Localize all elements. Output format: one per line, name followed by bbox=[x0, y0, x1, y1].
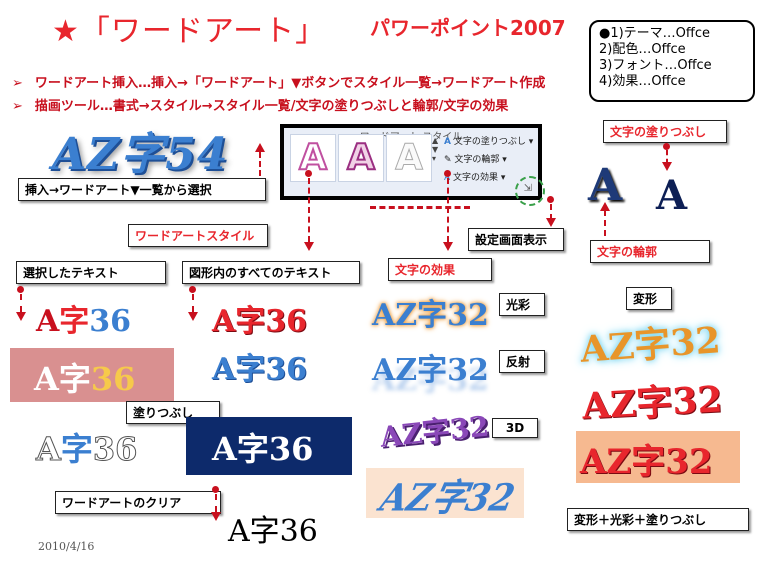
text-outline-label: 文字の輪郭 bbox=[454, 155, 500, 165]
arrow-down-icon bbox=[662, 162, 672, 171]
wordart-style-ribbon: A A A ▲▼▾ A 文字の塗りつぶし ▾ ✎ 文字の輪郭 ▾ A 文字の効果… bbox=[280, 124, 542, 200]
gallery-scroll-icon[interactable]: ▲▼▾ bbox=[432, 136, 439, 163]
label-wordart-clear: ワードアートのクリア bbox=[55, 491, 221, 514]
transform-combo-box[interactable] bbox=[576, 431, 740, 483]
transform-combo-sample[interactable]: AZ字32 bbox=[580, 442, 713, 482]
connector-pin bbox=[17, 286, 24, 293]
label-text-outline: 文字の輪郭 bbox=[590, 240, 710, 263]
connector bbox=[604, 210, 606, 236]
bullet-text: 描画ツール…書式→スタイル→スタイル一覧/文字の塗りつぶしと輪郭/文字の効果 bbox=[34, 99, 509, 114]
label-text-effects: 文字の効果 bbox=[388, 258, 492, 281]
arrow-down-icon bbox=[188, 312, 198, 321]
gallery-style-3[interactable]: A bbox=[386, 134, 432, 182]
connector-pin bbox=[663, 143, 670, 150]
label-reflection: 反射 bbox=[499, 350, 545, 373]
text-fill-icon: A bbox=[444, 137, 451, 147]
mixed-fill-sample[interactable]: A字36 bbox=[36, 430, 138, 469]
arrow-down-icon bbox=[16, 312, 26, 321]
text-effects-label: 文字の効果 bbox=[453, 173, 499, 183]
connector bbox=[370, 206, 470, 209]
font-line: 3)フォント…Offce bbox=[599, 58, 712, 73]
selected-text-sample[interactable]: A字36 bbox=[36, 304, 132, 339]
navy-fill-box[interactable] bbox=[186, 417, 352, 475]
text-fill-option[interactable]: A 文字の塗りつぶし ▾ bbox=[444, 137, 534, 147]
three-d-sample[interactable]: AZ字32 bbox=[378, 409, 491, 454]
reflection-sample[interactable]: AZ字32 bbox=[372, 353, 489, 388]
effect-line: 4)効果…Offce bbox=[599, 74, 686, 89]
wordart-main-sample[interactable]: AZ字54 bbox=[52, 129, 229, 180]
label-text-fill: 文字の塗りつぶし bbox=[603, 120, 727, 143]
bullet-insert: ➢ ワードアート挿入…挿入→「ワードアート」▼ボタンでスタイル一覧→ワードアート作… bbox=[12, 72, 545, 91]
connector bbox=[259, 152, 261, 176]
label-wordart-style: ワードアートスタイル bbox=[128, 224, 268, 247]
bullet-drawing-tools: ➢ 描画ツール…書式→スタイル→スタイル一覧/文字の塗りつぶしと輪郭/文字の効果 bbox=[12, 95, 508, 114]
pink-fill-sample[interactable]: A字36 bbox=[34, 360, 136, 398]
bullet-marker-icon: ➢ bbox=[12, 76, 23, 91]
connector bbox=[666, 150, 668, 164]
arrow-up-icon bbox=[600, 202, 610, 211]
connector-pin bbox=[212, 486, 219, 493]
connector bbox=[20, 294, 22, 312]
label-transform-combo: 変形＋光彩＋塗りつぶし bbox=[567, 508, 749, 531]
connector bbox=[308, 178, 310, 242]
bullet-text: ワードアート挿入…挿入→「ワードアート」▼ボタンでスタイル一覧→ワードアート作成 bbox=[34, 76, 546, 91]
arrow-down-icon bbox=[211, 512, 221, 521]
all-text-red-sample[interactable]: A字36 bbox=[212, 304, 308, 339]
launcher-highlight-circle bbox=[515, 176, 545, 206]
slide-subtitle: パワーポイント2007 bbox=[370, 16, 566, 40]
label-three-d: 3D bbox=[492, 418, 538, 438]
connector-pin bbox=[444, 170, 451, 177]
text-fill-label: 文字の塗りつぶし bbox=[453, 137, 526, 147]
arrow-down-icon bbox=[443, 242, 453, 251]
transform-red-sample[interactable]: AZ字32 bbox=[581, 378, 724, 428]
connector bbox=[192, 294, 194, 312]
transform-fill-box[interactable] bbox=[366, 468, 524, 518]
arrow-down-icon bbox=[546, 218, 556, 227]
label-settings-dialog: 設定画面表示 bbox=[468, 228, 564, 251]
fill-sample-a[interactable]: A bbox=[656, 172, 688, 219]
color-line: 2)配色…Offce bbox=[599, 42, 686, 57]
slide-title: ★「ワードアート」 bbox=[52, 14, 327, 49]
transform-perspective-sample[interactable]: AZ字32 bbox=[376, 476, 519, 521]
label-glow: 光彩 bbox=[499, 293, 545, 316]
gallery-style-1[interactable]: A bbox=[290, 134, 336, 182]
connector-pin bbox=[305, 170, 312, 177]
arrow-up-icon bbox=[255, 143, 265, 152]
glow-sample[interactable]: AZ字32 bbox=[372, 298, 489, 333]
transform-glow-sample[interactable]: AZ字32 bbox=[578, 319, 722, 371]
pencil-icon: ✎ bbox=[444, 155, 452, 165]
label-insert-select: 挿入→ワードアート▼一覧から選択 bbox=[18, 178, 266, 201]
connector bbox=[550, 204, 552, 220]
arrow-down-icon bbox=[304, 242, 314, 251]
theme-line: ●1)テーマ…Offce bbox=[599, 26, 711, 41]
connector bbox=[215, 494, 217, 512]
theme-info-box: ●1)テーマ…Offce 2)配色…Offce 3)フォント…Offce 4)効… bbox=[589, 20, 755, 102]
connector-pin bbox=[547, 196, 554, 203]
slide-date: 2010/4/16 bbox=[38, 540, 95, 553]
connector bbox=[447, 178, 449, 242]
label-transform: 変形 bbox=[626, 287, 672, 310]
bullet-marker-icon: ➢ bbox=[12, 99, 23, 114]
text-effects-option[interactable]: A 文字の効果 ▾ bbox=[444, 173, 506, 183]
label-selected-text: 選択したテキスト bbox=[16, 261, 166, 284]
cleared-sample[interactable]: A字36 bbox=[228, 514, 318, 549]
navy-fill-sample[interactable]: A字36 bbox=[212, 430, 314, 468]
connector-pin bbox=[189, 286, 196, 293]
all-text-blue-sample[interactable]: A字36 bbox=[212, 352, 308, 387]
label-all-text: 図形内のすべてのテキスト bbox=[182, 261, 360, 284]
gallery-style-2[interactable]: A bbox=[338, 134, 384, 182]
pink-fill-box[interactable] bbox=[10, 348, 174, 402]
text-outline-option[interactable]: ✎ 文字の輪郭 ▾ bbox=[444, 155, 507, 165]
